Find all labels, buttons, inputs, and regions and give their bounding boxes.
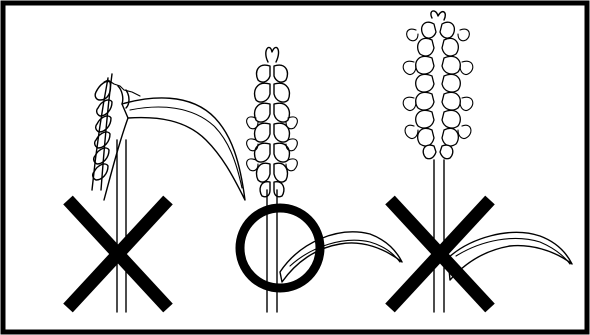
plant-right-stem: [434, 160, 444, 312]
plant-right-leaf: [448, 232, 572, 280]
plant-middle-leaf: [280, 232, 402, 282]
plant-left-flag-leaf: [122, 98, 245, 200]
cross-icon: [390, 200, 490, 308]
plant-middle-head: [247, 65, 298, 197]
plant-middle: [247, 47, 402, 312]
cross-icon: [68, 200, 168, 308]
plant-left: [92, 74, 245, 312]
plant-left-stem: [117, 140, 126, 312]
circle-icon: [240, 208, 320, 288]
plant-right-head: [403, 11, 473, 159]
